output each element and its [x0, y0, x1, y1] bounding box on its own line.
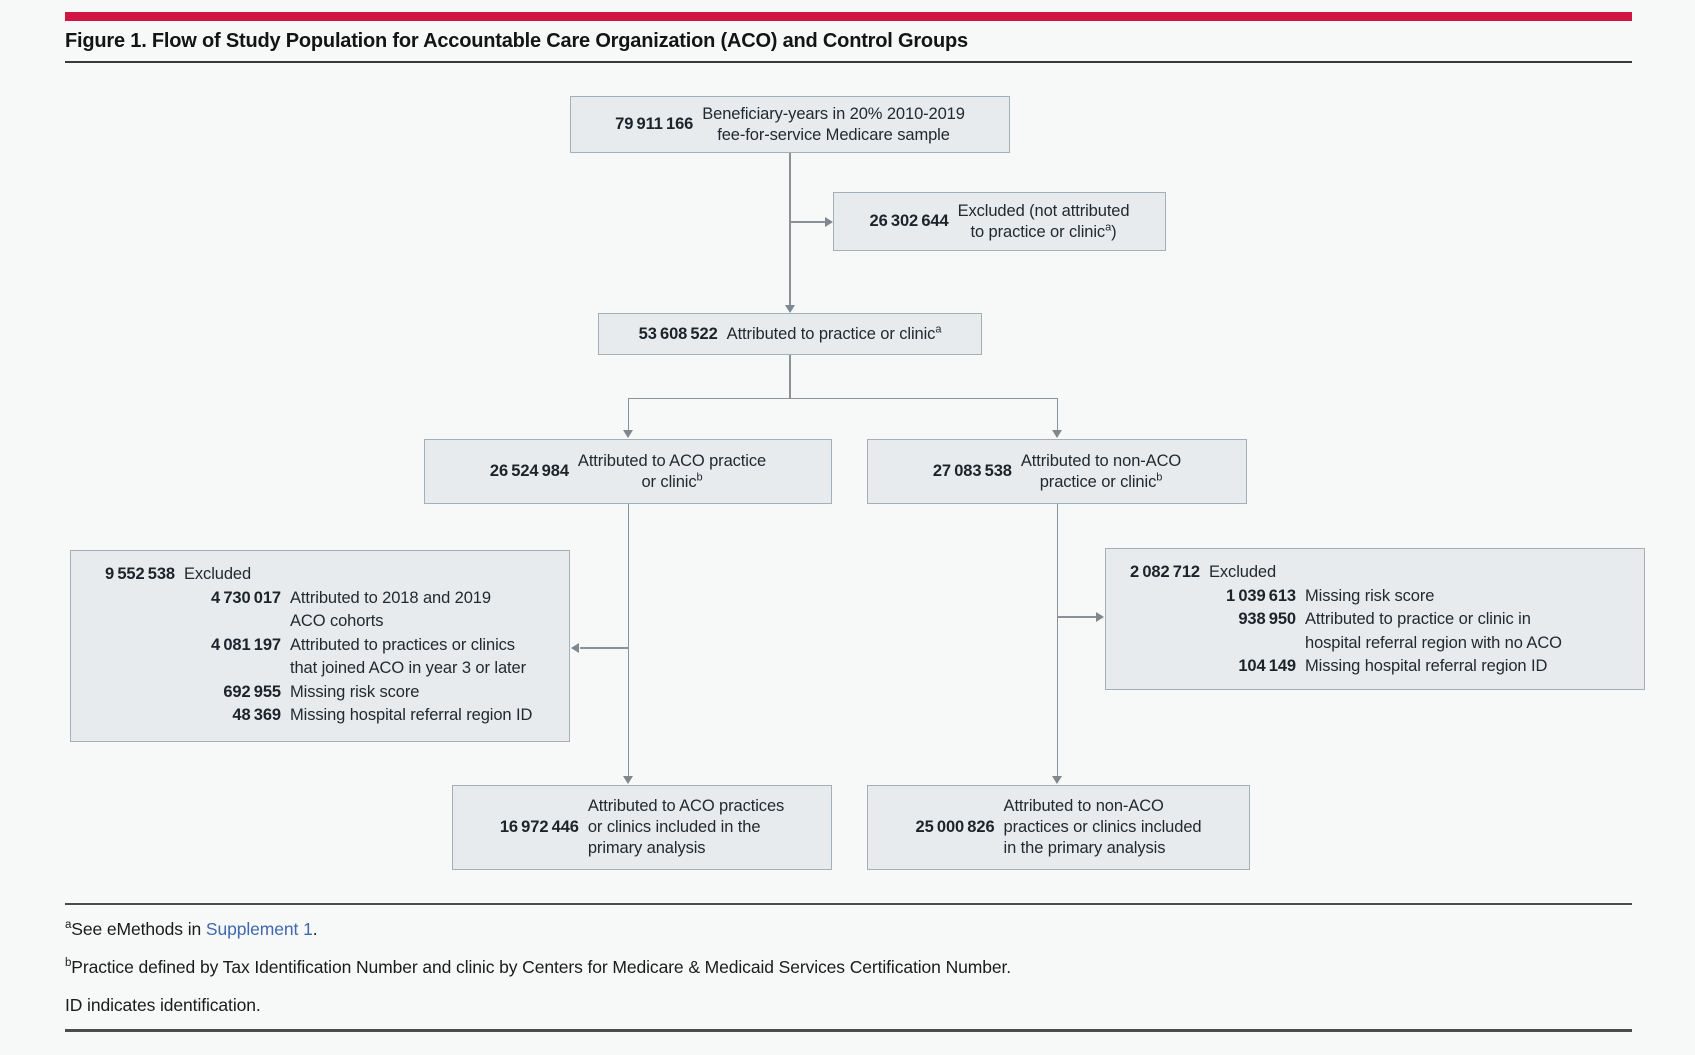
arrowhead-to-nonaco-final — [1052, 776, 1062, 784]
footnote-divider — [65, 903, 1632, 905]
count-aco-branch: 26 524 984 — [489, 462, 569, 480]
label-total-sample: Beneficiary-years in 20% 2010-2019 fee-f… — [702, 104, 965, 144]
flow-box-total-sample: 79 911 166 Beneficiary-years in 20% 2010… — [570, 96, 1010, 153]
flow-box-excluded-not-attributed: 26 302 644 Excluded (not attributed to p… — [833, 192, 1166, 251]
connector-to-aco-exclusions — [580, 647, 628, 649]
title-divider — [65, 61, 1632, 63]
flow-box-attributed: 53 608 522 Attributed to practice or cli… — [598, 313, 982, 355]
connector-nonaco-to-final — [1056, 504, 1059, 777]
exclusion-item: 1 039 613 Missing risk score — [1226, 586, 1435, 605]
connector-to-nonaco-exclusions — [1057, 616, 1097, 618]
count-excluded-not-attributed: 26 302 644 — [869, 212, 949, 230]
exclusion-item: 938 950 Attributed to practice or clinic… — [1238, 610, 1562, 652]
label-nonaco-final: Attributed to non-ACO practices or clini… — [1003, 797, 1202, 857]
arrowhead-to-nonaco-branch — [1052, 430, 1062, 438]
label-aco-branch: Attributed to ACO practice or clinicb — [577, 451, 767, 491]
footnote-b-marker: b — [65, 957, 72, 970]
exclusion-item: 48 369 Missing hospital referral region … — [232, 706, 533, 724]
count-nonaco-final: 25 000 826 — [915, 818, 995, 836]
connector-attributed-to-split — [789, 355, 791, 399]
footnote-marker-a: a — [1105, 221, 1112, 233]
arrowhead-to-aco-branch — [623, 430, 633, 438]
footnote-id: ID indicates identification. — [65, 995, 261, 1015]
connector-split-horizontal — [628, 397, 1058, 400]
connector-to-excluded-top — [790, 221, 826, 223]
masthead-accent-bar — [65, 12, 1632, 21]
connector-top-to-attributed — [789, 153, 791, 305]
footnote-marker-b: b — [696, 471, 703, 483]
flow-box-aco-final: 16 972 446 Attributed to ACO practices o… — [452, 785, 832, 870]
footnote-marker-b: b — [1156, 471, 1163, 483]
count-aco-final: 16 972 446 — [499, 818, 579, 836]
count-total-sample: 79 911 166 — [615, 115, 694, 133]
label-nonaco-branch: Attributed to non-ACO practice or clinic… — [1020, 451, 1182, 491]
figure-title: Figure 1. Flow of Study Population for A… — [65, 30, 968, 52]
label-attributed: Attributed to practice or clinica — [726, 323, 942, 343]
arrowhead-to-attributed — [785, 305, 795, 313]
supplement-1-link[interactable]: Supplement 1 — [205, 919, 313, 939]
count-nonaco-branch: 27 083 538 — [932, 462, 1012, 480]
label-aco-excluded: Excluded — [184, 565, 252, 583]
flow-box-nonaco-final: 25 000 826 Attributed to non-ACO practic… — [867, 785, 1250, 870]
label-nonaco-excluded: Excluded — [1209, 563, 1277, 581]
connector-split-to-nonaco — [1056, 398, 1059, 431]
connector-split-to-aco — [627, 398, 630, 431]
count-attributed: 53 608 522 — [638, 324, 718, 343]
arrowhead-to-nonaco-exclusions — [1096, 612, 1104, 622]
flow-box-nonaco-exclusions: 2 082 712 Excluded 1 039 613 Missing ris… — [1105, 548, 1645, 690]
footnote-marker-a: a — [935, 323, 942, 335]
figure-bottom-border — [65, 1029, 1632, 1032]
label-aco-final: Attributed to ACO practices or clinics i… — [587, 797, 785, 857]
arrowhead-to-aco-exclusions — [571, 643, 579, 653]
exclusion-item: 692 955 Missing risk score — [223, 682, 420, 701]
flow-box-aco-exclusions: 9 552 538 Excluded 4 730 017 Attributed … — [70, 550, 570, 742]
flow-box-aco-branch: 26 524 984 Attributed to ACO practice or… — [424, 439, 832, 504]
exclusion-item: 4 081 197 Attributed to practices or cli… — [211, 635, 526, 678]
label-excluded-not-attributed: Excluded (not attributed to practice or … — [957, 201, 1130, 241]
arrowhead-to-excluded-top — [825, 217, 833, 227]
footnote-a-marker: a — [65, 919, 72, 932]
count-nonaco-excluded: 2 082 712 — [1130, 563, 1200, 581]
flow-box-nonaco-branch: 27 083 538 Attributed to non-ACO practic… — [867, 439, 1247, 504]
footnote-a: aSee eMethods in Supplement 1. — [65, 919, 318, 939]
footnote-b: bPractice defined by Tax Identification … — [65, 957, 1012, 977]
connector-aco-to-final — [627, 504, 630, 777]
arrowhead-to-aco-final — [623, 776, 633, 784]
count-aco-excluded: 9 552 538 — [105, 565, 175, 583]
exclusion-item: 104 149 Missing hospital referral region… — [1238, 657, 1548, 675]
